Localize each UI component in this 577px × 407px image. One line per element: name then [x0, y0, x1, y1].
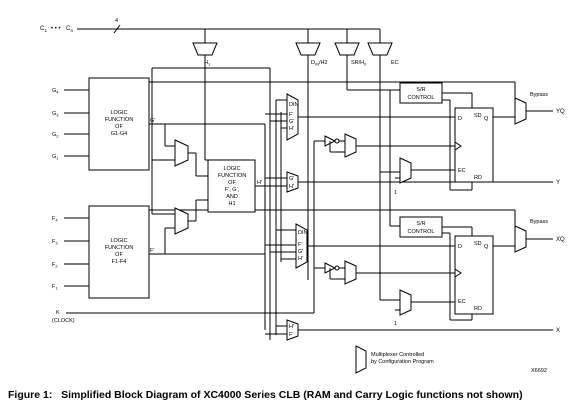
svg-text:S/R: S/R [416, 87, 425, 93]
svg-text:OF: OF [115, 252, 123, 258]
label-bypass-bottom: Bypass [530, 219, 548, 225]
svg-text:AND: AND [226, 194, 238, 200]
svg-text:DIN: DIN [289, 102, 299, 108]
svg-text:F', G',: F', G', [225, 187, 240, 193]
svg-text:Q: Q [484, 116, 489, 122]
bus-width-label: 4 [115, 18, 118, 24]
label-h1: H1 [204, 60, 211, 67]
svg-text:H': H' [289, 324, 294, 330]
mux-ec-top [399, 157, 412, 184]
svg-text:G': G' [289, 176, 294, 182]
output-x: X [556, 328, 560, 334]
svg-text:SD: SD [474, 241, 482, 247]
figure-caption: Figure 1: Simplified Block Diagram of XC… [8, 389, 523, 401]
svg-text:FUNCTION: FUNCTION [105, 245, 133, 251]
input-f3: F3 [52, 239, 58, 246]
mux-g-select [174, 139, 189, 167]
svg-text:S/R: S/R [416, 221, 425, 227]
svg-text:FUNCTION: FUNCTION [105, 117, 133, 123]
svg-text:G1-G4: G1-G4 [111, 131, 128, 137]
logic-function-g [88, 77, 150, 171]
input-f4: F4 [52, 216, 58, 223]
mux-ec-bottom [399, 289, 412, 316]
svg-text:D: D [458, 116, 462, 122]
bus-dots: • • • [51, 26, 61, 32]
bus-label-c1: C1 [40, 26, 47, 33]
svg-text:OF: OF [115, 124, 123, 130]
svg-text:LOGIC: LOGIC [110, 110, 127, 116]
input-clock-label: (CLOCK) [52, 318, 75, 324]
output-yq: YQ [556, 109, 565, 115]
input-g4: G4 [52, 88, 59, 95]
label-sr-h0: SR/H0 [351, 60, 367, 67]
svg-text:DIN: DIN [298, 230, 308, 236]
input-f2: F2 [52, 262, 58, 269]
mux-sr-h0 [334, 42, 360, 56]
constant-one-bottom: 1 [394, 321, 397, 327]
output-y: Y [556, 180, 560, 186]
mux-f-data-input [295, 223, 308, 269]
label-ec: EC [391, 60, 399, 66]
svg-text:F1-F4: F1-F4 [112, 259, 127, 265]
flipflop-yq [454, 107, 494, 183]
svg-text:F': F' [289, 112, 293, 118]
svg-text:H': H' [289, 184, 294, 190]
flipflop-xq [454, 235, 494, 315]
mux-y-output [286, 171, 299, 193]
svg-text:EC: EC [458, 299, 466, 305]
legend-line-1: Multiplexer Controlled [371, 352, 424, 358]
logic-function-h [207, 159, 256, 213]
label-bypass-top: Bypass [530, 92, 548, 98]
svg-text:H1: H1 [228, 201, 235, 207]
svg-text:F': F' [298, 242, 302, 248]
svg-text:CONTROL: CONTROL [408, 95, 435, 101]
svg-text:Q: Q [484, 244, 489, 250]
mux-clock-polarity-top [344, 133, 357, 158]
svg-text:LOGIC: LOGIC [223, 166, 240, 172]
mux-din-h2 [295, 42, 321, 56]
mux-ec [367, 42, 393, 56]
constant-one-top: 1 [394, 190, 397, 196]
svg-text:EC: EC [458, 168, 466, 174]
label-din-h2: DIN/H2 [311, 60, 328, 67]
svg-text:G': G' [289, 119, 294, 125]
mux-clock-polarity-bottom [344, 260, 357, 285]
mux-f-select [174, 207, 189, 235]
svg-text:H': H' [298, 256, 303, 262]
svg-text:RD: RD [474, 306, 482, 312]
clock-edge-xq [454, 268, 462, 278]
svg-text:FUNCTION: FUNCTION [218, 173, 246, 179]
signal-fprime: F' [150, 248, 154, 254]
svg-text:OF: OF [228, 180, 236, 186]
clock-edge-yq [454, 141, 462, 151]
input-k: K [56, 310, 60, 316]
svg-text:SD: SD [474, 113, 482, 119]
figure-id-code: X6692 [531, 368, 547, 374]
bus-label-c4: C4 [66, 26, 73, 33]
legend-line-2: by Configuration Program [371, 359, 434, 365]
signal-gprime: G' [150, 118, 155, 124]
input-g1: G1 [52, 154, 59, 161]
svg-text:D: D [458, 244, 462, 250]
logic-function-f [88, 205, 150, 299]
mux-xq-bypass [514, 225, 527, 253]
mux-yq-bypass [514, 97, 527, 125]
svg-text:RD: RD [474, 175, 482, 181]
output-xq: XQ [556, 237, 565, 243]
mux-x-output [286, 319, 299, 341]
svg-text:LOGIC: LOGIC [110, 238, 127, 244]
input-g2: G2 [52, 132, 59, 139]
svg-text:F': F' [289, 332, 293, 338]
bus-width-slash [113, 24, 121, 34]
signal-hprime: H' [257, 180, 262, 186]
input-f1: F1 [52, 284, 58, 291]
mux-g-data-input [286, 93, 299, 141]
svg-text:G': G' [298, 249, 303, 255]
svg-text:CONTROL: CONTROL [408, 229, 435, 235]
input-g3: G3 [52, 111, 59, 118]
svg-text:H': H' [289, 126, 294, 132]
legend-mux-icon [355, 345, 367, 374]
mux-h1 [192, 42, 218, 56]
